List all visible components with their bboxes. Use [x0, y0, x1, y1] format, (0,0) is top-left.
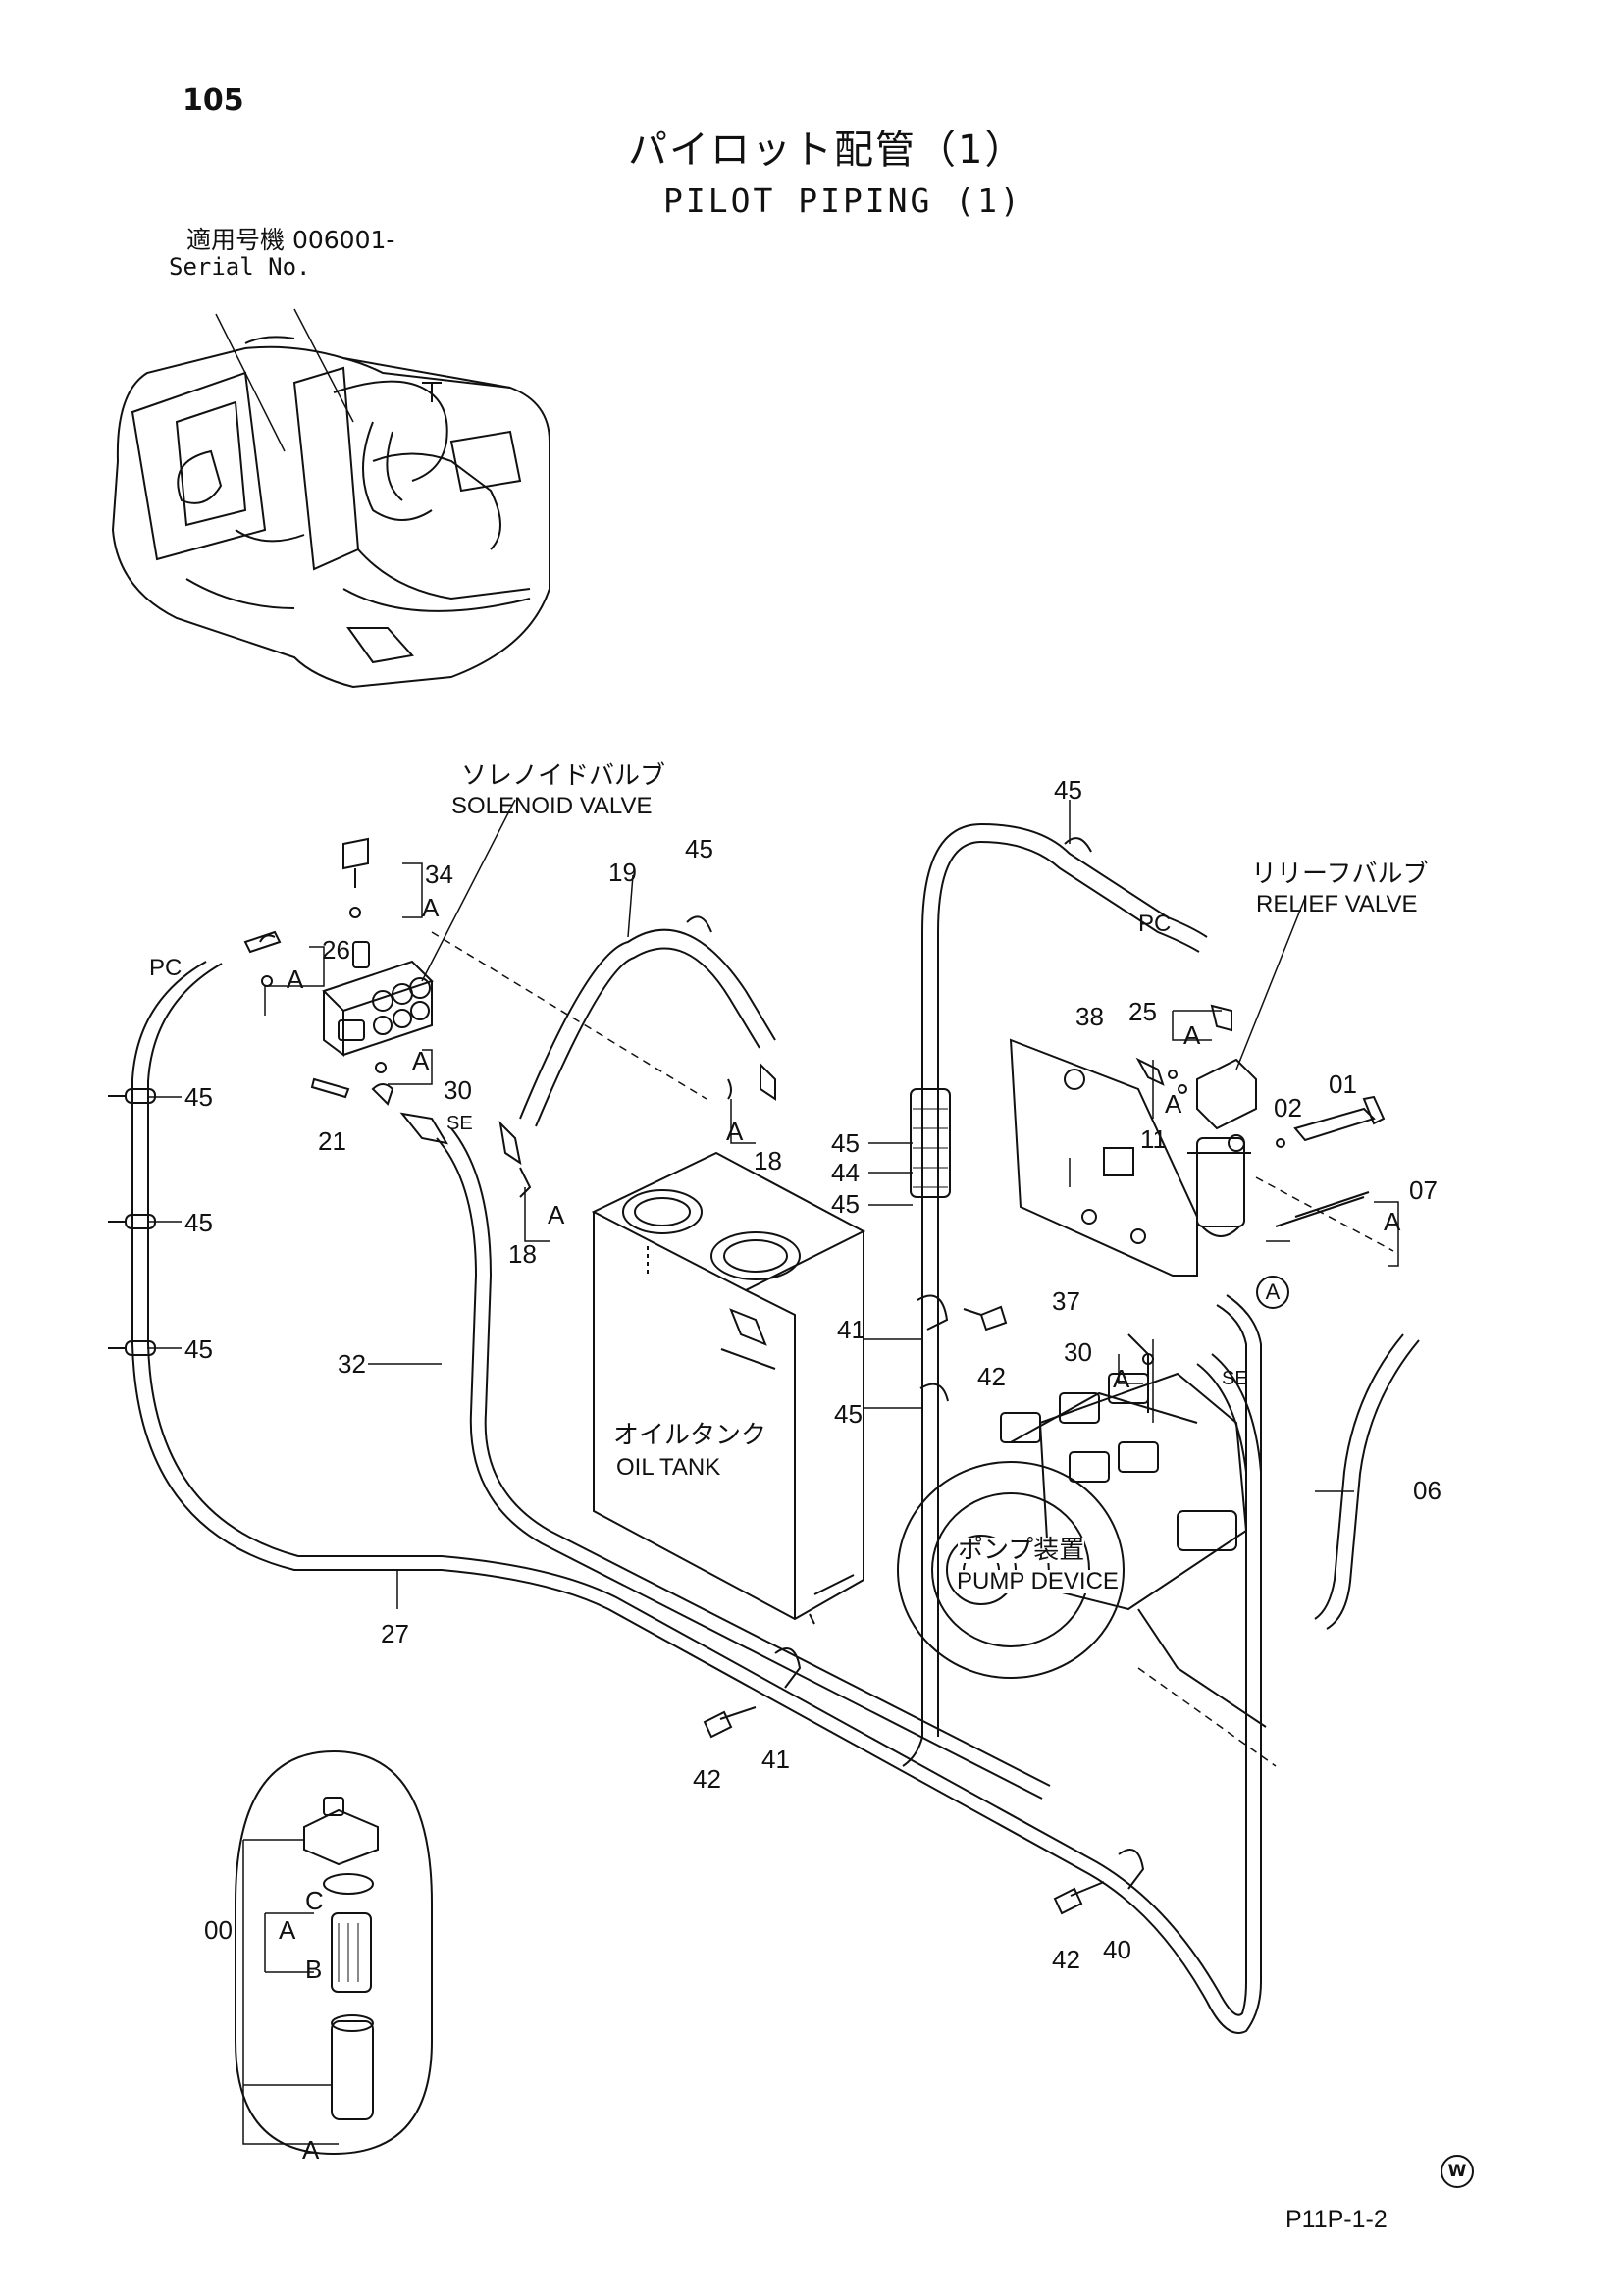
solenoid-valve — [322, 941, 434, 1057]
part-41-bottom: 41 — [761, 1745, 790, 1774]
serial-label-en: Serial No. — [169, 253, 311, 281]
page-title-en: PILOT PIPING (1) — [663, 182, 1022, 220]
hose-27 — [131, 961, 1262, 2034]
clamps-41-40 — [686, 837, 1145, 1890]
watermark-symbol: W — [1441, 2155, 1474, 2188]
marker-a-30: A — [412, 1046, 430, 1075]
part-19: 19 — [608, 858, 637, 887]
marker-a-00: A — [279, 1915, 296, 1945]
part-34: 34 — [425, 860, 453, 889]
relief-valve — [1064, 1004, 1386, 1237]
oil-tank-label-jp: オイルタンク — [613, 1421, 767, 1450]
marker-a-18l: A — [548, 1200, 565, 1229]
part-44: 44 — [831, 1158, 860, 1187]
marker-c: C — [305, 1886, 324, 1915]
part-30-left: 30 — [444, 1075, 472, 1105]
filter-inset — [235, 1749, 433, 2156]
marker-a-filter: A — [302, 2135, 320, 2165]
part-45-relief: 45 — [1054, 775, 1082, 805]
part-02: 02 — [1274, 1093, 1302, 1122]
marker-a-circled: A — [1256, 1276, 1289, 1309]
page-number: 105 — [183, 83, 244, 118]
part-00: 00 — [204, 1915, 233, 1945]
oil-tank-label-en: OIL TANK — [616, 1454, 721, 1481]
bracket-37 — [1009, 1038, 1198, 1277]
hose-32 — [436, 1127, 1051, 1800]
marker-se-right: SE — [1222, 1368, 1248, 1389]
solenoid-valve-label-jp: ソレノイドバルブ — [461, 761, 666, 791]
part-45-mid-2: 45 — [831, 1189, 860, 1219]
part-38: 38 — [1075, 1002, 1104, 1031]
hose-19 — [519, 928, 776, 1127]
part-06: 06 — [1413, 1476, 1441, 1505]
solenoid-valve-label-en: SOLENOID VALVE — [451, 793, 653, 819]
part-45-left-1: 45 — [184, 1082, 213, 1112]
serial-label-jp: 適用号機 006001- — [186, 226, 395, 254]
part-42-mid: 42 — [977, 1362, 1006, 1391]
hose-06 — [1314, 1333, 1420, 1630]
part-25: 25 — [1128, 997, 1157, 1026]
marker-a-34: A — [422, 893, 440, 922]
part-37: 37 — [1052, 1286, 1080, 1316]
bolts-42 — [703, 1191, 1370, 1915]
marker-a-07: A — [1384, 1207, 1401, 1236]
part-45-mid-3: 45 — [834, 1399, 863, 1429]
pump-device — [897, 1333, 1267, 1728]
hose-se-pump — [1196, 1353, 1262, 1473]
part-45-left-3: 45 — [184, 1334, 213, 1364]
marker-se-left: SE — [446, 1113, 473, 1134]
center-pipe — [902, 822, 1208, 1767]
page-title-jp: パイロット配管（1） — [628, 128, 1026, 173]
marker-a-11: A — [1165, 1089, 1182, 1119]
part-07: 07 — [1409, 1175, 1438, 1205]
leader-lines — [147, 799, 1394, 1767]
part-21: 21 — [318, 1126, 346, 1156]
part-45-left-2: 45 — [184, 1208, 213, 1237]
fittings-solenoid — [243, 837, 776, 1198]
marker-pc-right: PC — [1138, 911, 1172, 937]
part-42-bottom: 42 — [1052, 1945, 1080, 1974]
marker-a-30-pump: A — [1113, 1364, 1130, 1393]
relief-valve-label-en: RELIEF VALVE — [1256, 891, 1418, 917]
part-27: 27 — [381, 1619, 409, 1648]
part-42-left: 42 — [693, 1764, 721, 1794]
part-01: 01 — [1329, 1070, 1357, 1099]
part-45-mid-1: 45 — [831, 1128, 860, 1158]
part-41-mid: 41 — [837, 1315, 865, 1344]
relief-valve-label-jp: リリーフバルブ — [1251, 860, 1429, 889]
pump-device-label-jp: ポンプ装置 — [958, 1536, 1085, 1565]
marker-a-26: A — [287, 965, 304, 994]
oil-tank — [591, 1151, 866, 1625]
part-45-top: 45 — [685, 834, 713, 863]
excavator-overview — [111, 308, 550, 689]
marker-a-25: A — [1183, 1020, 1201, 1050]
marker-pc-left: PC — [149, 955, 183, 981]
tube-44-sleeve — [910, 1088, 951, 1198]
part-11: 11 — [1140, 1124, 1167, 1154]
callout-brackets — [264, 862, 1399, 1384]
pump-device-label-en: PUMP DEVICE — [957, 1568, 1119, 1594]
marker-a-18r: A — [726, 1117, 744, 1146]
part-18-right: 18 — [754, 1146, 782, 1175]
clamps-45-left — [108, 1088, 156, 1356]
part-26: 26 — [322, 935, 350, 965]
part-40: 40 — [1103, 1935, 1131, 1964]
part-18-left: 18 — [508, 1239, 537, 1269]
marker-b: B — [305, 1955, 323, 1984]
part-30-pump: 30 — [1064, 1337, 1092, 1367]
drawing-code: P11P-1-2 — [1285, 2206, 1388, 2233]
part-32: 32 — [338, 1349, 366, 1379]
